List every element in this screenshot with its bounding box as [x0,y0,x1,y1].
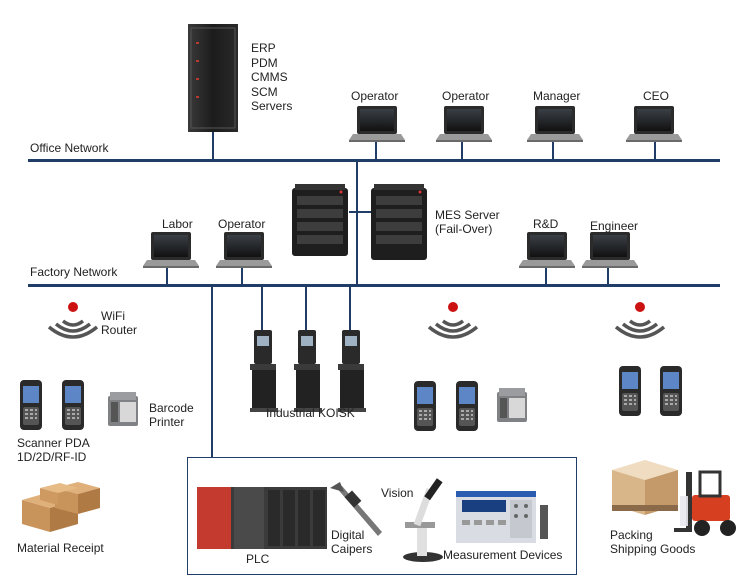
scanner-pda-types: 1D/2D/RF-ID [17,450,87,464]
scanner-pda-icon [414,381,436,431]
forklift-icon [674,470,736,536]
scanner-pda-icon [456,381,478,431]
laptop-icon [436,106,492,142]
barcode-printer-icon [497,388,527,422]
laptop-icon [216,232,272,268]
barcode-printer-label: Barcode Printer [149,401,194,429]
factory-network-label: Factory Network [30,265,118,279]
rnd-label: R&D [533,217,559,231]
factory-operator-label: Operator [218,217,266,231]
scanner-pda-name: Scanner PDA [17,436,90,450]
laptop-icon [527,106,583,142]
factory-network-line [28,284,720,287]
kiosk-icon [250,330,278,412]
wifi-router-label: WiFi Router [101,309,137,337]
erp-label: ERP [251,41,276,55]
mes-server-name: MES Server [435,208,500,222]
mes-failover-label: (Fail-Over) [435,222,493,236]
laptop-icon [582,232,638,268]
pdm-label: PDM [251,55,278,70]
wifi-router-icon [427,300,479,339]
plc-label: PLC [246,552,270,566]
kiosk-icon [338,330,366,412]
packing-word: Packing [610,528,653,542]
material-receipt-label: Material Receipt [17,541,104,555]
vision-label: Vision [381,486,414,500]
industrial-kiosk-label: Industrial KOISK [266,406,355,420]
wifi-word: WiFi [101,309,125,323]
mes-failover-server-icon [371,184,427,260]
digital-calipers-icon [330,482,382,536]
wifi-router-icon [47,300,99,339]
labor-label: Labor [162,217,193,231]
cmms-label: CMMS [251,70,288,84]
scanner-pda-icon [20,380,42,430]
plc-icon [197,487,327,549]
scanner-pda-icon [660,366,682,416]
operator-terminal-label: Operator [442,89,490,103]
measurement-devices-label: Measurement Devices [443,548,563,562]
scanner-pda-icon [62,380,84,430]
wifi-router-icon [614,300,666,339]
packing-label: Packing Shipping Goods [610,528,695,556]
shipping-goods-word: Shipping Goods [610,542,696,556]
laptop-icon [626,106,682,142]
manager-terminal-label: Manager [533,89,581,103]
pallet-goods-icon [612,460,678,515]
connectors [166,132,656,458]
router-word: Router [101,323,138,337]
engineer-label: Engineer [590,219,639,233]
operator-terminal-label: Operator [351,89,399,103]
calipers-word: Caipers [331,542,373,556]
laptop-icon [143,232,199,268]
servers-label: ERP PDM CMMS SCM Servers [251,41,292,114]
office-network-line [28,159,720,162]
office-network-label: Office Network [30,141,109,155]
scm-label: SCM [251,84,278,99]
laptop-icon [519,232,575,268]
digital-calipers-label: Digital Caipers [331,528,372,556]
ceo-terminal-label: CEO [643,89,670,103]
servers-word-label: Servers [251,99,293,113]
scanner-pda-icon [619,366,641,416]
mes-server-label: MES Server (Fail-Over) [435,208,500,236]
laptop-icon [349,106,405,142]
printer-word: Printer [149,415,185,429]
barcode-word: Barcode [149,401,194,415]
erp-server-rack-icon [188,24,238,132]
measurement-device-icon [456,491,548,543]
scanner-pda-label: Scanner PDA 1D/2D/RF-ID [17,436,90,464]
barcode-printer-icon [108,392,138,426]
digital-word: Digital [331,528,365,542]
production-equipment-box [187,457,577,575]
material-boxes-icon [22,482,100,532]
kiosk-icon [294,330,322,412]
microscope-icon [403,478,443,562]
mes-server-icon [292,184,348,256]
